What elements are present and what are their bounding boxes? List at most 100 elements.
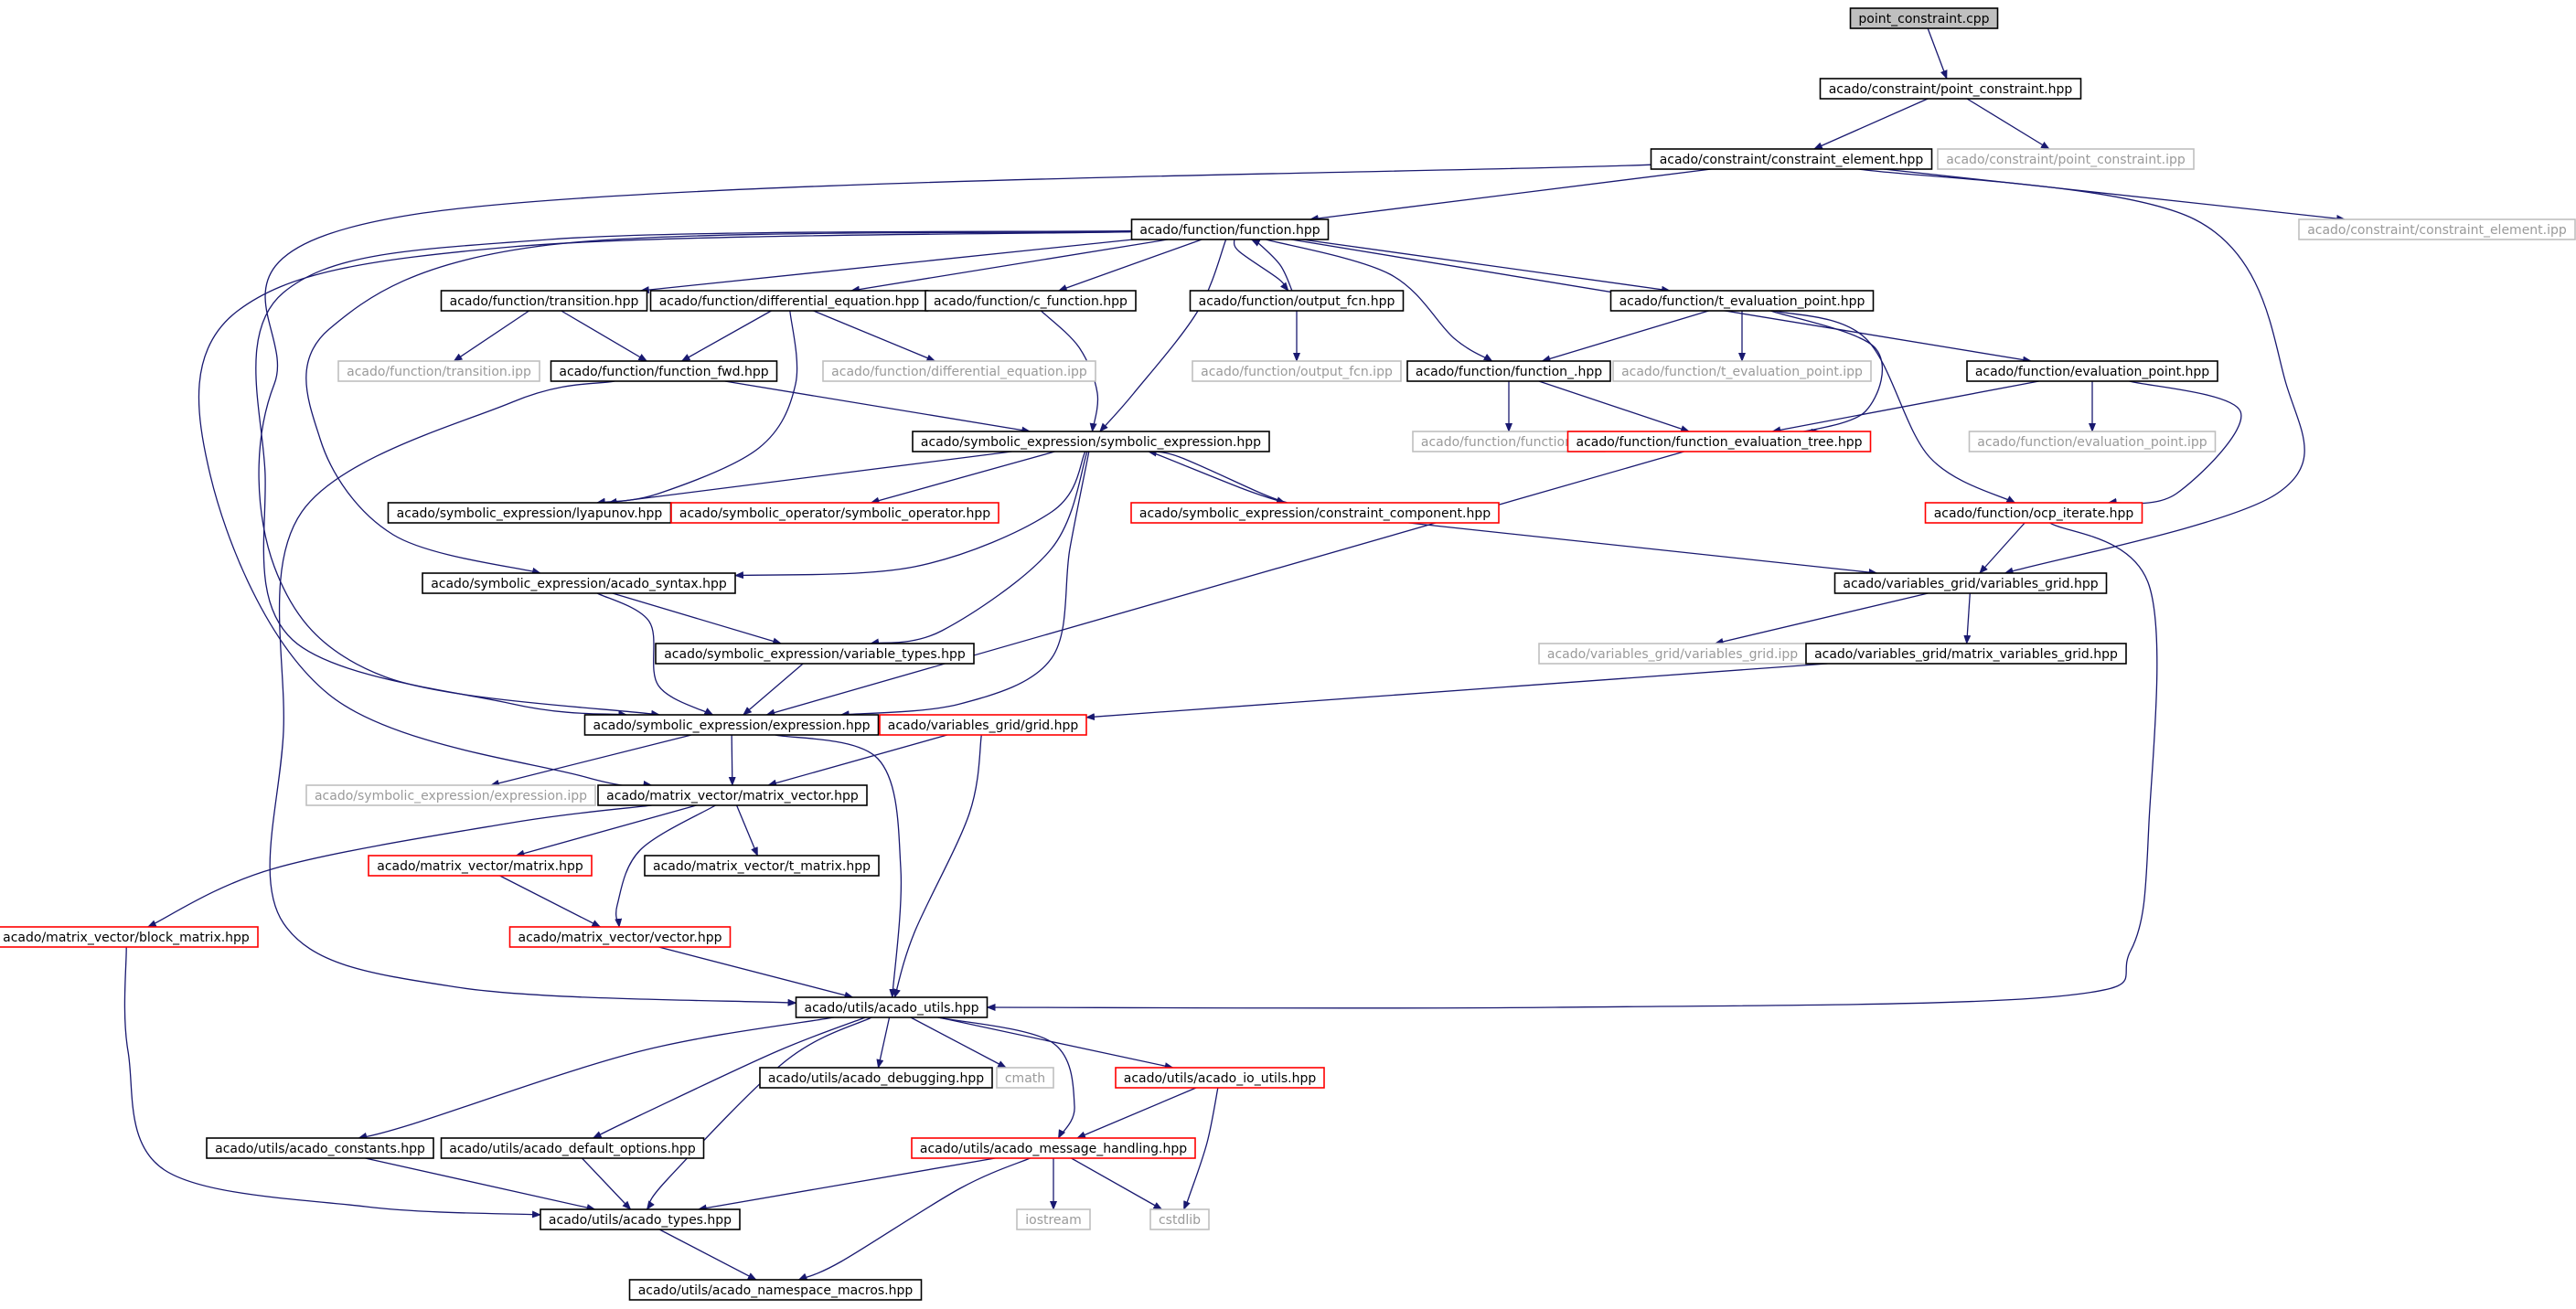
graph-node-n7[interactable]: acado/function/transition.hpp <box>440 290 648 312</box>
graph-edge <box>1979 522 2026 574</box>
graph-node-n44[interactable]: acado/utils/acado_constants.hpp <box>206 1137 434 1159</box>
graph-node-n40[interactable]: acado/utils/acado_utils.hpp <box>795 996 989 1018</box>
graph-node-n8[interactable]: acado/function/differential_equation.hpp <box>649 290 929 312</box>
node-label: acado/constraint/point_constraint.hpp <box>1829 82 2073 97</box>
graph-node-n4[interactable]: acado/constraint/point_constraint.ipp <box>1937 148 2195 170</box>
graph-node-n39[interactable]: acado/matrix_vector/vector.hpp <box>508 926 732 948</box>
graph-node-n48[interactable]: iostream <box>1016 1208 1091 1230</box>
node-box <box>337 360 540 382</box>
graph-node-n45[interactable]: acado/utils/acado_default_options.hpp <box>440 1137 705 1159</box>
graph-node-n50[interactable]: acado/utils/acado_namespace_macros.hpp <box>628 1279 923 1301</box>
graph-node-n30[interactable]: acado/variables_grid/variables_grid.ipp <box>1538 643 1807 665</box>
graph-node-n49[interactable]: cstdlib <box>1149 1208 1210 1230</box>
graph-node-n10[interactable]: acado/function/output_fcn.hpp <box>1189 290 1405 312</box>
node-label: acado/variables_grid/variables_grid.hpp <box>1843 577 2098 591</box>
graph-node-n11[interactable]: acado/function/t_evaluation_point.hpp <box>1609 290 1875 312</box>
node-box <box>597 784 868 806</box>
node-box <box>440 1137 705 1159</box>
graph-node-n18[interactable]: acado/function/evaluation_point.hpp <box>1966 360 2218 382</box>
graph-node-n28[interactable]: acado/variables_grid/variables_grid.hpp <box>1833 572 2108 594</box>
node-box <box>655 643 975 665</box>
graph-node-n26[interactable]: acado/function/ocp_iterate.hpp <box>1924 502 2143 524</box>
graph-edge <box>1233 239 1289 292</box>
node-label: cstdlib <box>1159 1213 1201 1228</box>
graph-node-n15[interactable]: acado/function/output_fcn.ipp <box>1192 360 1402 382</box>
graph-node-n27[interactable]: acado/symbolic_expression/acado_syntax.h… <box>422 572 736 594</box>
graph-node-n3[interactable]: acado/constraint/constraint_element.hpp <box>1650 148 1933 170</box>
nodes-layer: point_constraint.cpp acado/constraint/poi… <box>0 7 2576 1301</box>
graph-node-n33[interactable]: acado/variables_grid/grid.hpp <box>879 714 1087 736</box>
node-box <box>1149 1208 1210 1230</box>
graph-node-n6[interactable]: acado/constraint/constraint_element.ipp <box>2298 218 2576 240</box>
graph-edge <box>489 734 692 787</box>
node-box <box>670 502 999 524</box>
graph-edge <box>1076 1087 1197 1139</box>
graph-edge <box>743 663 804 716</box>
node-label: acado/function/t_evaluation_point.hpp <box>1619 294 1865 309</box>
node-box <box>1130 502 1500 524</box>
node-label: acado/function/differential_equation.hpp <box>659 294 920 309</box>
graph-node-n5[interactable]: acado/function/function.hpp <box>1130 218 1330 240</box>
node-label: cmath <box>1005 1071 1045 1086</box>
graph-node-n23[interactable]: acado/symbolic_expression/lyapunov.hpp <box>387 502 672 524</box>
node-box <box>1937 148 2195 170</box>
node-box <box>1612 360 1872 382</box>
node-box <box>628 1279 923 1301</box>
node-box <box>305 784 596 806</box>
node-label: acado/constraint/constraint_element.hpp <box>1660 153 1924 167</box>
graph-edge <box>767 734 948 787</box>
node-label: acado/utils/acado_debugging.hpp <box>768 1071 984 1086</box>
node-box <box>1819 78 2082 100</box>
graph-node-n1[interactable]: point_constraint.cpp <box>1849 7 1999 29</box>
graph-node-n25[interactable]: acado/symbolic_expression/constraint_com… <box>1130 502 1500 524</box>
graph-edge <box>612 592 783 645</box>
graph-edge <box>734 451 1086 580</box>
graph-node-n14[interactable]: acado/function/differential_equation.ipp <box>822 360 1096 382</box>
graph-node-n42[interactable]: cmath <box>996 1067 1054 1089</box>
node-label: acado/variables_grid/grid.hpp <box>888 718 1079 733</box>
node-box <box>1849 7 1999 29</box>
node-label: acado/utils/acado_constants.hpp <box>215 1142 425 1156</box>
graph-node-n24[interactable]: acado/symbolic_operator/symbolic_operato… <box>670 502 999 524</box>
graph-edge <box>453 310 529 362</box>
graph-edge <box>146 804 652 928</box>
graph-node-n19[interactable]: acado/symbolic_expression/symbolic_expre… <box>912 431 1270 452</box>
graph-node-n34[interactable]: acado/symbolic_expression/expression.ipp <box>305 784 596 806</box>
node-label: acado/function/function_fwd.hpp <box>559 365 768 379</box>
graph-node-n35[interactable]: acado/matrix_vector/matrix_vector.hpp <box>597 784 868 806</box>
node-box <box>583 714 880 736</box>
node-label: acado/function/ocp_iterate.hpp <box>1934 506 2134 521</box>
graph-node-n46[interactable]: acado/utils/acado_message_handling.hpp <box>911 1137 1196 1159</box>
graph-node-n16[interactable]: acado/function/function_.hpp <box>1406 360 1611 382</box>
graph-node-n43[interactable]: acado/utils/acado_io_utils.hpp <box>1115 1067 1325 1089</box>
graph-node-n12[interactable]: acado/function/transition.ipp <box>337 360 540 382</box>
graph-node-n29[interactable]: acado/symbolic_expression/variable_types… <box>655 643 975 665</box>
graph-edge <box>365 1157 596 1211</box>
node-label: acado/function/evaluation_point.hpp <box>1975 365 2209 379</box>
graph-node-n13[interactable]: acado/function/function_fwd.hpp <box>550 360 778 382</box>
graph-node-n36[interactable]: acado/matrix_vector/matrix.hpp <box>368 855 593 877</box>
graph-node-n32[interactable]: acado/symbolic_expression/expression.hpp <box>583 714 880 736</box>
node-label: acado/symbolic_operator/symbolic_operato… <box>679 506 990 521</box>
graph-edge <box>1057 239 1202 292</box>
graph-edge <box>258 164 1651 718</box>
node-box <box>925 290 1137 312</box>
graph-edge <box>1099 239 1227 432</box>
graph-node-n31[interactable]: acado/variables_grid/matrix_variables_gr… <box>1805 643 2127 665</box>
graph-node-n47[interactable]: acado/utils/acado_types.hpp <box>540 1208 741 1230</box>
graph-node-n41[interactable]: acado/utils/acado_debugging.hpp <box>759 1067 993 1089</box>
graph-node-n38[interactable]: acado/matrix_vector/block_matrix.hpp <box>0 926 259 948</box>
graph-edge <box>592 1016 866 1139</box>
node-box <box>206 1137 434 1159</box>
node-label: acado/utils/acado_types.hpp <box>549 1213 732 1228</box>
graph-node-n21[interactable]: acado/function/function_evaluation_tree.… <box>1566 431 1872 452</box>
node-label: acado/utils/acado_io_utils.hpp <box>1124 1071 1317 1086</box>
graph-node-n37[interactable]: acado/matrix_vector/t_matrix.hpp <box>644 855 880 877</box>
graph-edge <box>269 380 797 1006</box>
graph-node-n2[interactable]: acado/constraint/point_constraint.hpp <box>1819 78 2082 100</box>
graph-node-n22[interactable]: acado/function/evaluation_point.ipp <box>1968 431 2217 452</box>
graph-node-n17[interactable]: acado/function/t_evaluation_point.ipp <box>1612 360 1872 382</box>
graph-node-n9[interactable]: acado/function/c_function.hpp <box>925 290 1137 312</box>
node-box <box>759 1067 993 1089</box>
